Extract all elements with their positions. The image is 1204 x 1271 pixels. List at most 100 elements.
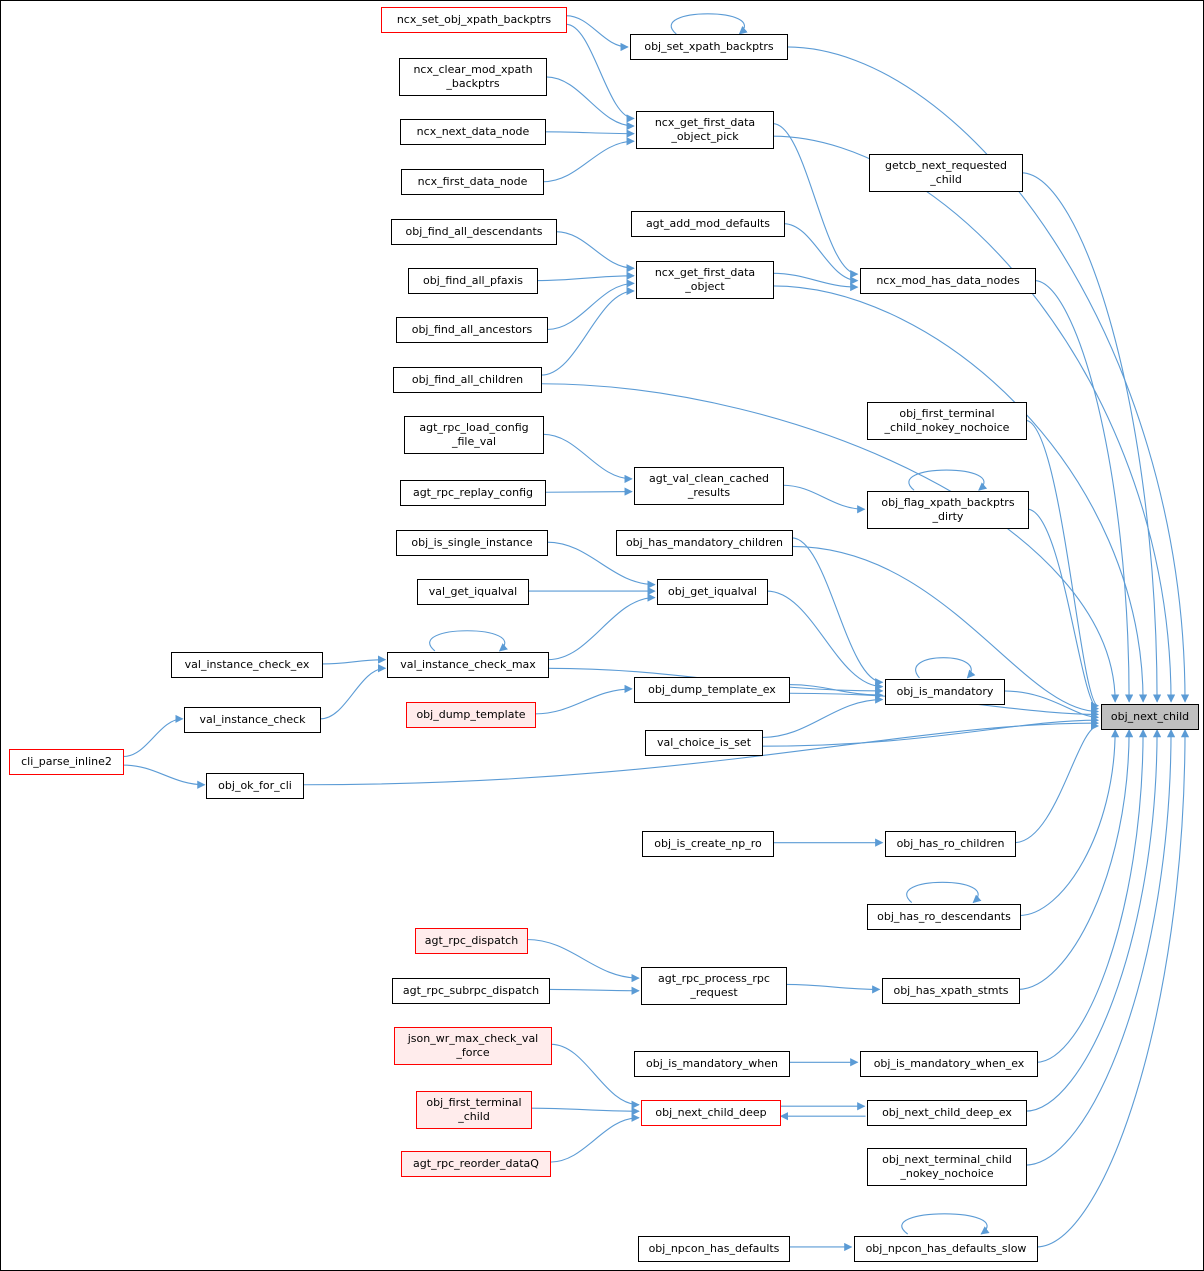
node-label: obj_dump_template_ex [648,683,776,697]
node-obj-is-mandatory[interactable]: obj_is_mandatory [885,679,1005,705]
node-label: ncx_clear_mod_xpath _backptrs [413,63,532,92]
node-obj-npcon-has-defaults[interactable]: obj_npcon_has_defaults [638,1236,790,1262]
node-ncx-clear-mod-xpath-backptrs[interactable]: ncx_clear_mod_xpath _backptrs [399,58,547,96]
call-edge [124,765,205,785]
node-agt-val-clean-cached-results[interactable]: agt_val_clean_cached _results [634,467,784,505]
node-label: obj_find_all_ancestors [412,323,533,337]
node-obj-find-all-descendants[interactable]: obj_find_all_descendants [391,219,557,245]
call-edge [322,660,385,664]
node-label: obj_has_mandatory_children [626,536,783,550]
call-edge [1003,691,1098,717]
node-obj-has-ro-descendants[interactable]: obj_has_ro_descendants [867,904,1021,930]
node-agt-rpc-subrpc-dispatch[interactable]: agt_rpc_subrpc_dispatch [392,978,550,1004]
node-label: obj_dump_template [416,708,525,722]
node-obj-has-mandatory-children[interactable]: obj_has_mandatory_children [616,530,793,556]
node-ncx-get-first-data-object-pick[interactable]: ncx_get_first_data _object_pick [636,111,774,149]
call-edge [527,939,639,978]
call-edge [1036,730,1185,1247]
node-ncx-get-first-data-object[interactable]: ncx_get_first_data _object [636,261,774,299]
node-label: agt_rpc_replay_config [413,486,533,500]
call-edge [545,132,634,134]
node-obj-first-terminal-child[interactable]: obj_first_terminal _child [416,1091,532,1129]
node-label: obj_has_ro_descendants [877,910,1011,924]
node-obj-has-ro-children[interactable]: obj_has_ro_children [885,831,1016,857]
call-edge [549,989,639,990]
node-val-get-iqualval[interactable]: val_get_iqualval [417,579,529,605]
node-obj-dump-template[interactable]: obj_dump_template [406,702,536,728]
node-label: obj_next_child [1111,710,1189,724]
node-label: agt_add_mod_defaults [646,217,770,231]
call-edge [545,492,632,493]
call-edge [550,1118,639,1162]
call-edge [909,470,984,490]
node-label: val_instance_check_max [400,658,536,672]
node-ncx-mod-has-data-nodes[interactable]: ncx_mod_has_data_nodes [860,268,1036,294]
node-obj-is-single-instance[interactable]: obj_is_single_instance [396,530,548,556]
node-obj-is-create-np-ro[interactable]: obj_is_create_np_ro [642,831,774,857]
node-obj-flag-xpath-backptrs-dirty[interactable]: obj_flag_xpath_backptrs _dirty [867,491,1029,529]
node-obj-dump-template-ex[interactable]: obj_dump_template_ex [634,677,790,703]
node-obj-first-terminal-child-nokey-nochoice[interactable]: obj_first_terminal _child_nokey_nochoice [867,402,1027,440]
node-obj-find-all-pfaxis[interactable]: obj_find_all_pfaxis [408,268,538,294]
node-label: obj_next_child_deep_ex [882,1106,1012,1120]
node-label: json_wr_max_check_val _force [408,1032,539,1061]
call-edge [1014,726,1098,843]
call-edge [1025,730,1171,1165]
node-label: obj_find_all_descendants [405,225,542,239]
node-obj-has-xpath-stmts[interactable]: obj_has_xpath_stmts [882,978,1020,1004]
node-label: obj_flag_xpath_backptrs _dirty [881,496,1014,525]
node-agt-rpc-replay-config[interactable]: agt_rpc_replay_config [400,480,546,506]
node-obj-get-iqualval[interactable]: obj_get_iqualval [657,579,768,605]
call-edge [792,538,883,682]
node-getcb-next-requested-child[interactable]: getcb_next_requested _child [869,154,1023,192]
node-label: obj_is_single_instance [411,536,532,550]
node-label: obj_first_terminal _child [426,1096,521,1125]
node-obj-next-terminal-child-nokey-nochoice[interactable]: obj_next_terminal_child _nokey_nochoice [867,1148,1027,1186]
node-obj-find-all-ancestors[interactable]: obj_find_all_ancestors [396,317,548,343]
call-edge [773,124,858,275]
call-edge [551,1044,639,1104]
node-label: obj_has_xpath_stmts [893,984,1008,998]
call-edge [535,689,632,714]
node-agt-rpc-process-rpc-request[interactable]: agt_rpc_process_rpc _request [641,967,787,1005]
node-obj-npcon-has-defaults-slow[interactable]: obj_npcon_has_defaults_slow [854,1236,1038,1262]
node-agt-rpc-load-config-file-val[interactable]: agt_rpc_load_config _file_val [404,416,544,454]
node-val-instance-check-ex[interactable]: val_instance_check_ex [171,652,323,678]
call-edge [783,485,865,509]
node-ncx-set-obj-xpath-backptrs[interactable]: ncx_set_obj_xpath_backptrs [381,7,567,33]
node-agt-add-mod-defaults[interactable]: agt_add_mod_defaults [631,211,785,237]
call-edge [124,719,183,757]
node-label: val_choice_is_set [657,736,751,750]
call-edge [1021,173,1157,702]
node-label: obj_next_terminal_child _nokey_nochoice [882,1153,1012,1182]
call-edge [767,591,883,687]
node-cli-parse-inline2[interactable]: cli_parse_inline2 [9,749,124,775]
node-label: val_instance_check_ex [185,658,310,672]
node-obj-ok-for-cli[interactable]: obj_ok_for_cli [206,773,304,799]
node-obj-next-child-deep-ex[interactable]: obj_next_child_deep_ex [867,1100,1027,1126]
node-json-wr-max-check-val-force[interactable]: json_wr_max_check_val _force [394,1027,552,1065]
node-obj-next-child-deep[interactable]: obj_next_child_deep [641,1100,781,1126]
node-obj-find-all-children[interactable]: obj_find_all_children [393,367,542,393]
node-label: agt_rpc_process_rpc _request [658,972,770,1001]
node-val-choice-is-set[interactable]: val_choice_is_set [645,730,763,756]
call-edge [543,141,634,182]
call-edge [773,273,858,287]
node-label: ncx_next_data_node [417,125,530,139]
node-obj-set-xpath-backptrs[interactable]: obj_set_xpath_backptrs [630,34,788,60]
node-obj-is-mandatory-when-ex[interactable]: obj_is_mandatory_when_ex [860,1051,1038,1077]
node-label: ncx_first_data_node [418,175,528,189]
node-agt-rpc-dispatch[interactable]: agt_rpc_dispatch [415,928,528,954]
node-label: agt_rpc_dispatch [425,934,518,948]
node-agt-rpc-reorder-dataQ[interactable]: agt_rpc_reorder_dataQ [401,1151,551,1177]
node-obj-is-mandatory-when[interactable]: obj_is_mandatory_when [634,1051,790,1077]
node-val-instance-check[interactable]: val_instance_check [184,707,321,733]
node-label: getcb_next_requested _child [885,159,1007,188]
call-edge [541,291,634,375]
node-ncx-next-data-node[interactable]: ncx_next_data_node [400,119,546,145]
node-val-instance-check-max[interactable]: val_instance_check_max [387,652,549,678]
node-label: ncx_get_first_data _object_pick [655,116,755,145]
call-edge [556,232,634,269]
node-ncx-first-data-node[interactable]: ncx_first_data_node [401,169,544,195]
